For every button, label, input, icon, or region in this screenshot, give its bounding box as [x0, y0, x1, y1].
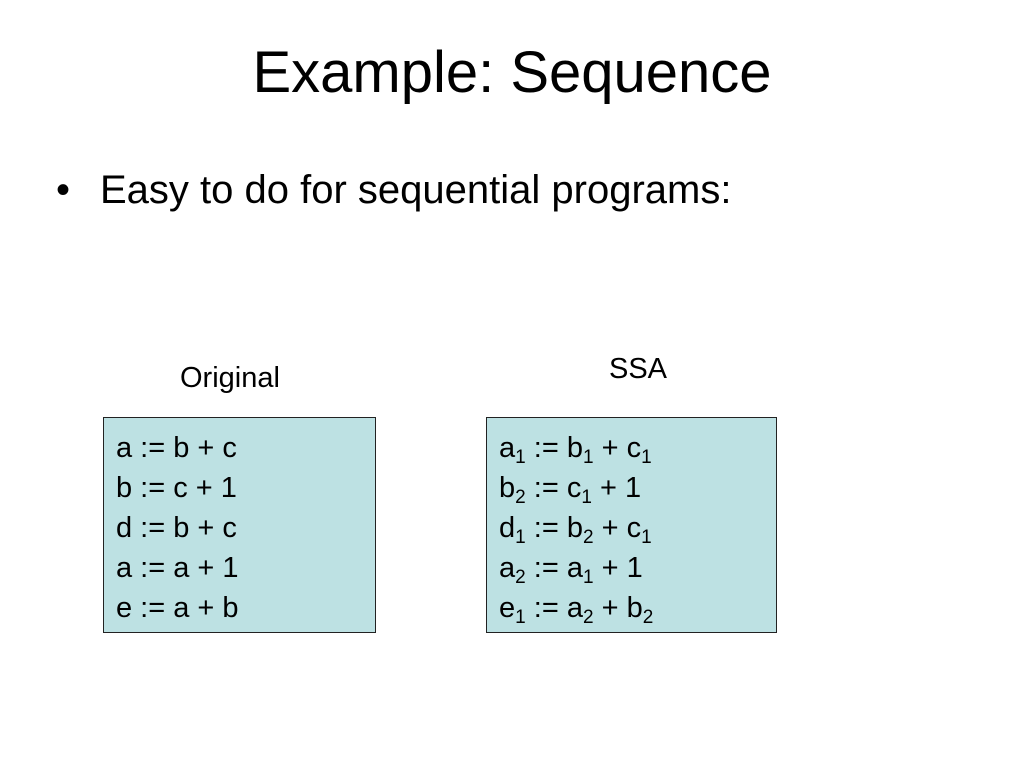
bullet-icon: •: [56, 168, 71, 212]
ssa-variable: e1: [499, 592, 526, 628]
ssa-subscript: 1: [515, 527, 526, 548]
ssa-subscript: 1: [581, 487, 592, 508]
ssa-subscript: 1: [515, 607, 526, 628]
ssa-operator: +: [593, 432, 627, 464]
bullet-text: Easy to do for sequential programs:: [100, 168, 732, 212]
ssa-code-line: d1 := b2 + c1: [499, 508, 776, 548]
code-line: a := a + 1: [116, 552, 239, 584]
ssa-variable: c1: [566, 472, 592, 508]
ssa-variable: a2: [566, 592, 594, 628]
ssa-subscript: 2: [642, 607, 654, 628]
ssa-operator: +: [593, 592, 627, 624]
ssa-variable: d1: [499, 512, 526, 548]
slide-title: Example: Sequence: [252, 40, 772, 105]
bullet-item: • Easy to do for sequential programs:: [56, 165, 731, 215]
ssa-subscript: 2: [515, 567, 526, 588]
ssa-variable: c1: [626, 432, 652, 468]
code-line: d := b + c: [116, 512, 237, 544]
ssa-variable: b2: [626, 592, 654, 628]
ssa-subscript: 1: [582, 567, 594, 588]
ssa-label: SSA: [609, 353, 668, 385]
ssa-subscript: 1: [641, 527, 652, 548]
ssa-subscript: 2: [515, 487, 526, 508]
ssa-subscript: 1: [515, 447, 526, 468]
ssa-code-line: a2 := a1 + 1: [499, 548, 776, 588]
ssa-operator: :=: [525, 472, 567, 504]
ssa-code-line: a1 := b1 + c1: [499, 428, 776, 468]
ssa-code-line: e1 := a2 + b2: [499, 588, 776, 628]
code-line: a := b + c: [116, 432, 237, 464]
ssa-operator: :=: [525, 432, 567, 464]
ssa-code-line: b2 := c1 + 1: [499, 468, 776, 508]
ssa-operator: :=: [525, 552, 567, 584]
ssa-variable: a1: [499, 432, 526, 468]
ssa-variable: b2: [566, 512, 594, 548]
ssa-code-box: a1 := b1 + c1 b2 := c1 + 1 d1 := b2 + c1…: [486, 417, 777, 633]
ssa-subscript: 2: [582, 527, 594, 548]
code-line: b := c + 1: [116, 472, 237, 504]
ssa-operator: + 1: [593, 552, 643, 584]
original-code-box: a := b + c b := c + 1 d := b + c a := a …: [103, 417, 376, 633]
ssa-operator: +: [593, 512, 627, 544]
ssa-subscript: 1: [641, 447, 652, 468]
ssa-variable: b1: [566, 432, 594, 468]
ssa-operator: :=: [525, 592, 567, 624]
ssa-variable: c1: [626, 512, 652, 548]
ssa-variable: a1: [566, 552, 594, 588]
ssa-variable: a2: [499, 552, 526, 588]
ssa-variable: b2: [499, 472, 526, 508]
ssa-operator: :=: [525, 512, 567, 544]
original-label: Original: [180, 362, 280, 394]
code-line: e := a + b: [116, 592, 239, 624]
ssa-subscript: 2: [582, 607, 594, 628]
ssa-operator: + 1: [591, 472, 642, 504]
ssa-subscript: 1: [582, 447, 594, 468]
